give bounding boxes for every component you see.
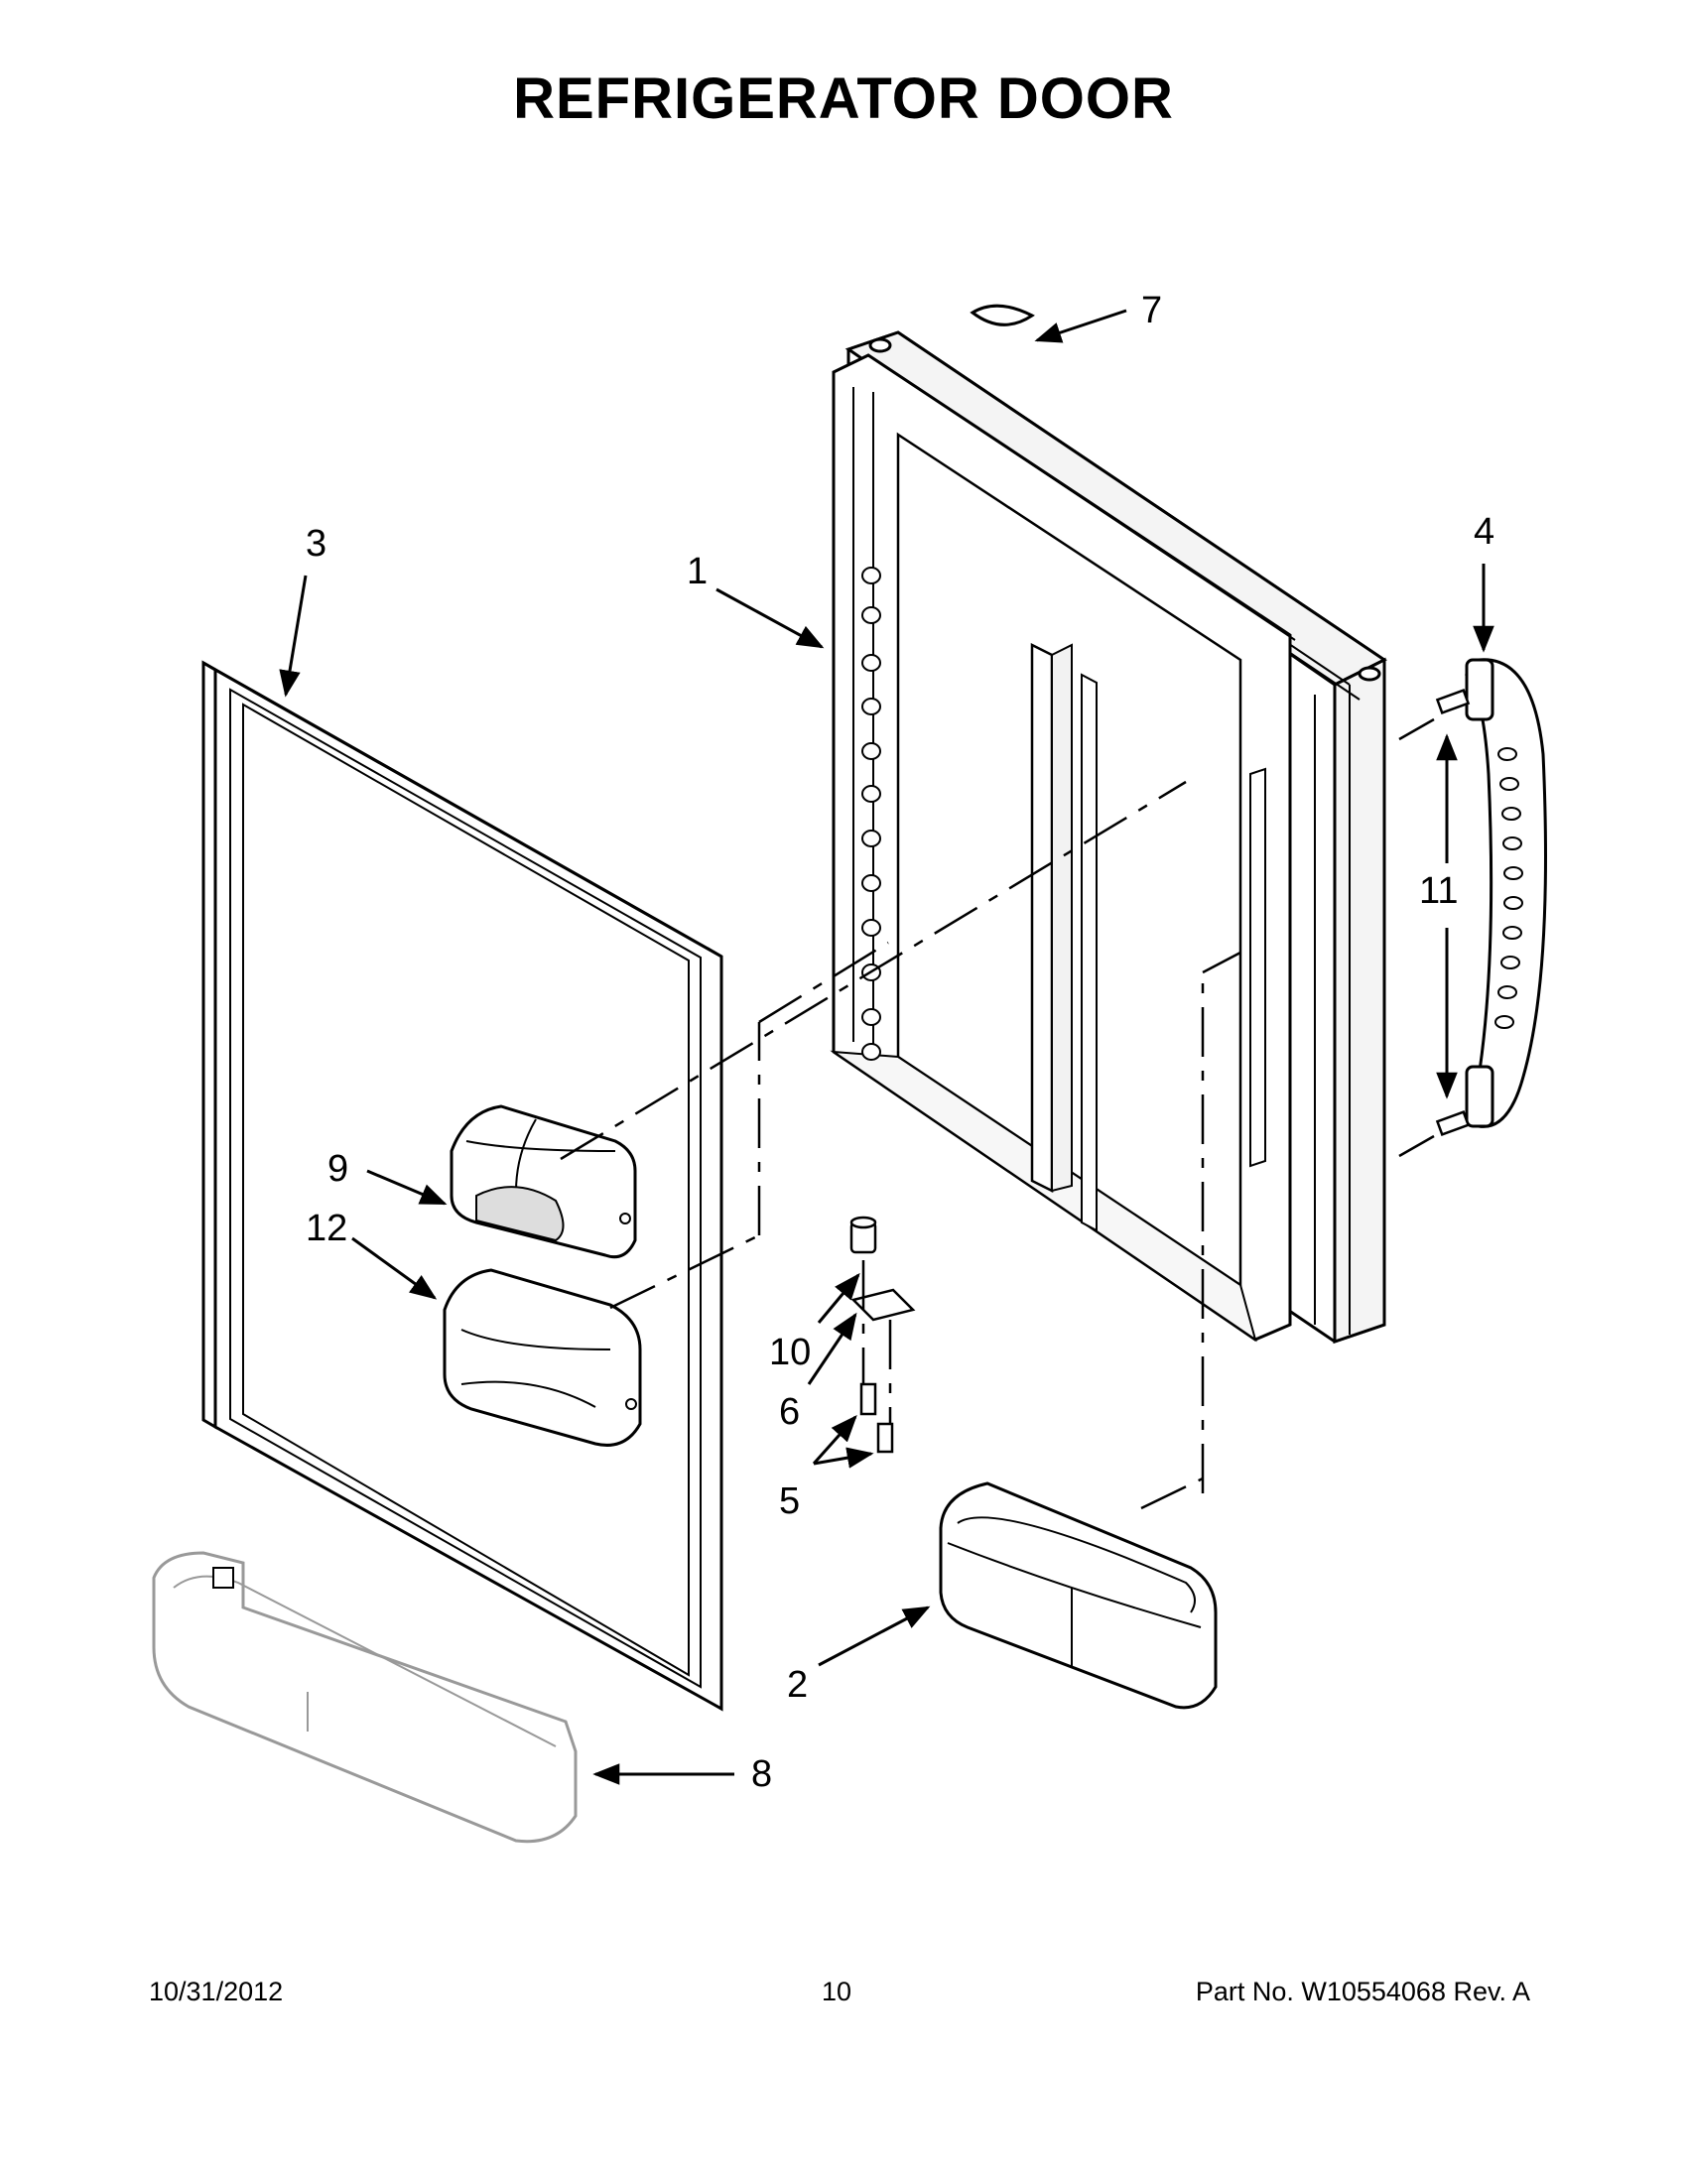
callout-6: 6 [779, 1391, 800, 1433]
screw-part-5a [859, 1382, 877, 1416]
footer-date: 10/31/2012 [149, 1977, 284, 2006]
callout-7: 7 [1141, 290, 1162, 331]
callout-9: 9 [327, 1148, 348, 1190]
callout-12: 12 [306, 1208, 347, 1249]
callout-2: 2 [787, 1664, 808, 1706]
page-title: REFRIGERATOR DOOR [513, 66, 1174, 131]
door-bin-part-2 [939, 1481, 1218, 1710]
callout-5: 5 [779, 1480, 800, 1522]
shelf-bin-part-8 [152, 1551, 578, 1844]
leader-arrows [279, 309, 1494, 1785]
dairy-door-part-9 [450, 1104, 637, 1259]
callout-3: 3 [306, 523, 326, 565]
assembly-lines [560, 717, 1435, 1510]
callout-1: 1 [687, 551, 708, 592]
dairy-bin-part-12 [443, 1268, 642, 1447]
plug-part-7 [970, 304, 1035, 326]
callout-10: 10 [769, 1332, 811, 1373]
door-liner-part-1 [830, 330, 1387, 1345]
handle-part-4 [1465, 658, 1547, 1128]
callout-labels: 1 2 3 4 5 6 7 8 9 10 11 12 [306, 290, 1494, 1795]
callout-8: 8 [751, 1753, 772, 1795]
part-number: Part No. W10554068 Rev. A [1195, 1977, 1530, 2006]
page-number: 10 [822, 1977, 852, 2006]
hinge-bracket-part-6 [850, 1288, 916, 1322]
hinge-parts [849, 1216, 916, 1454]
callout-11: 11 [1419, 870, 1458, 912]
screw-part-5b [876, 1422, 894, 1454]
callout-4: 4 [1474, 511, 1494, 553]
handle-screws-part-11 [1435, 689, 1471, 1136]
